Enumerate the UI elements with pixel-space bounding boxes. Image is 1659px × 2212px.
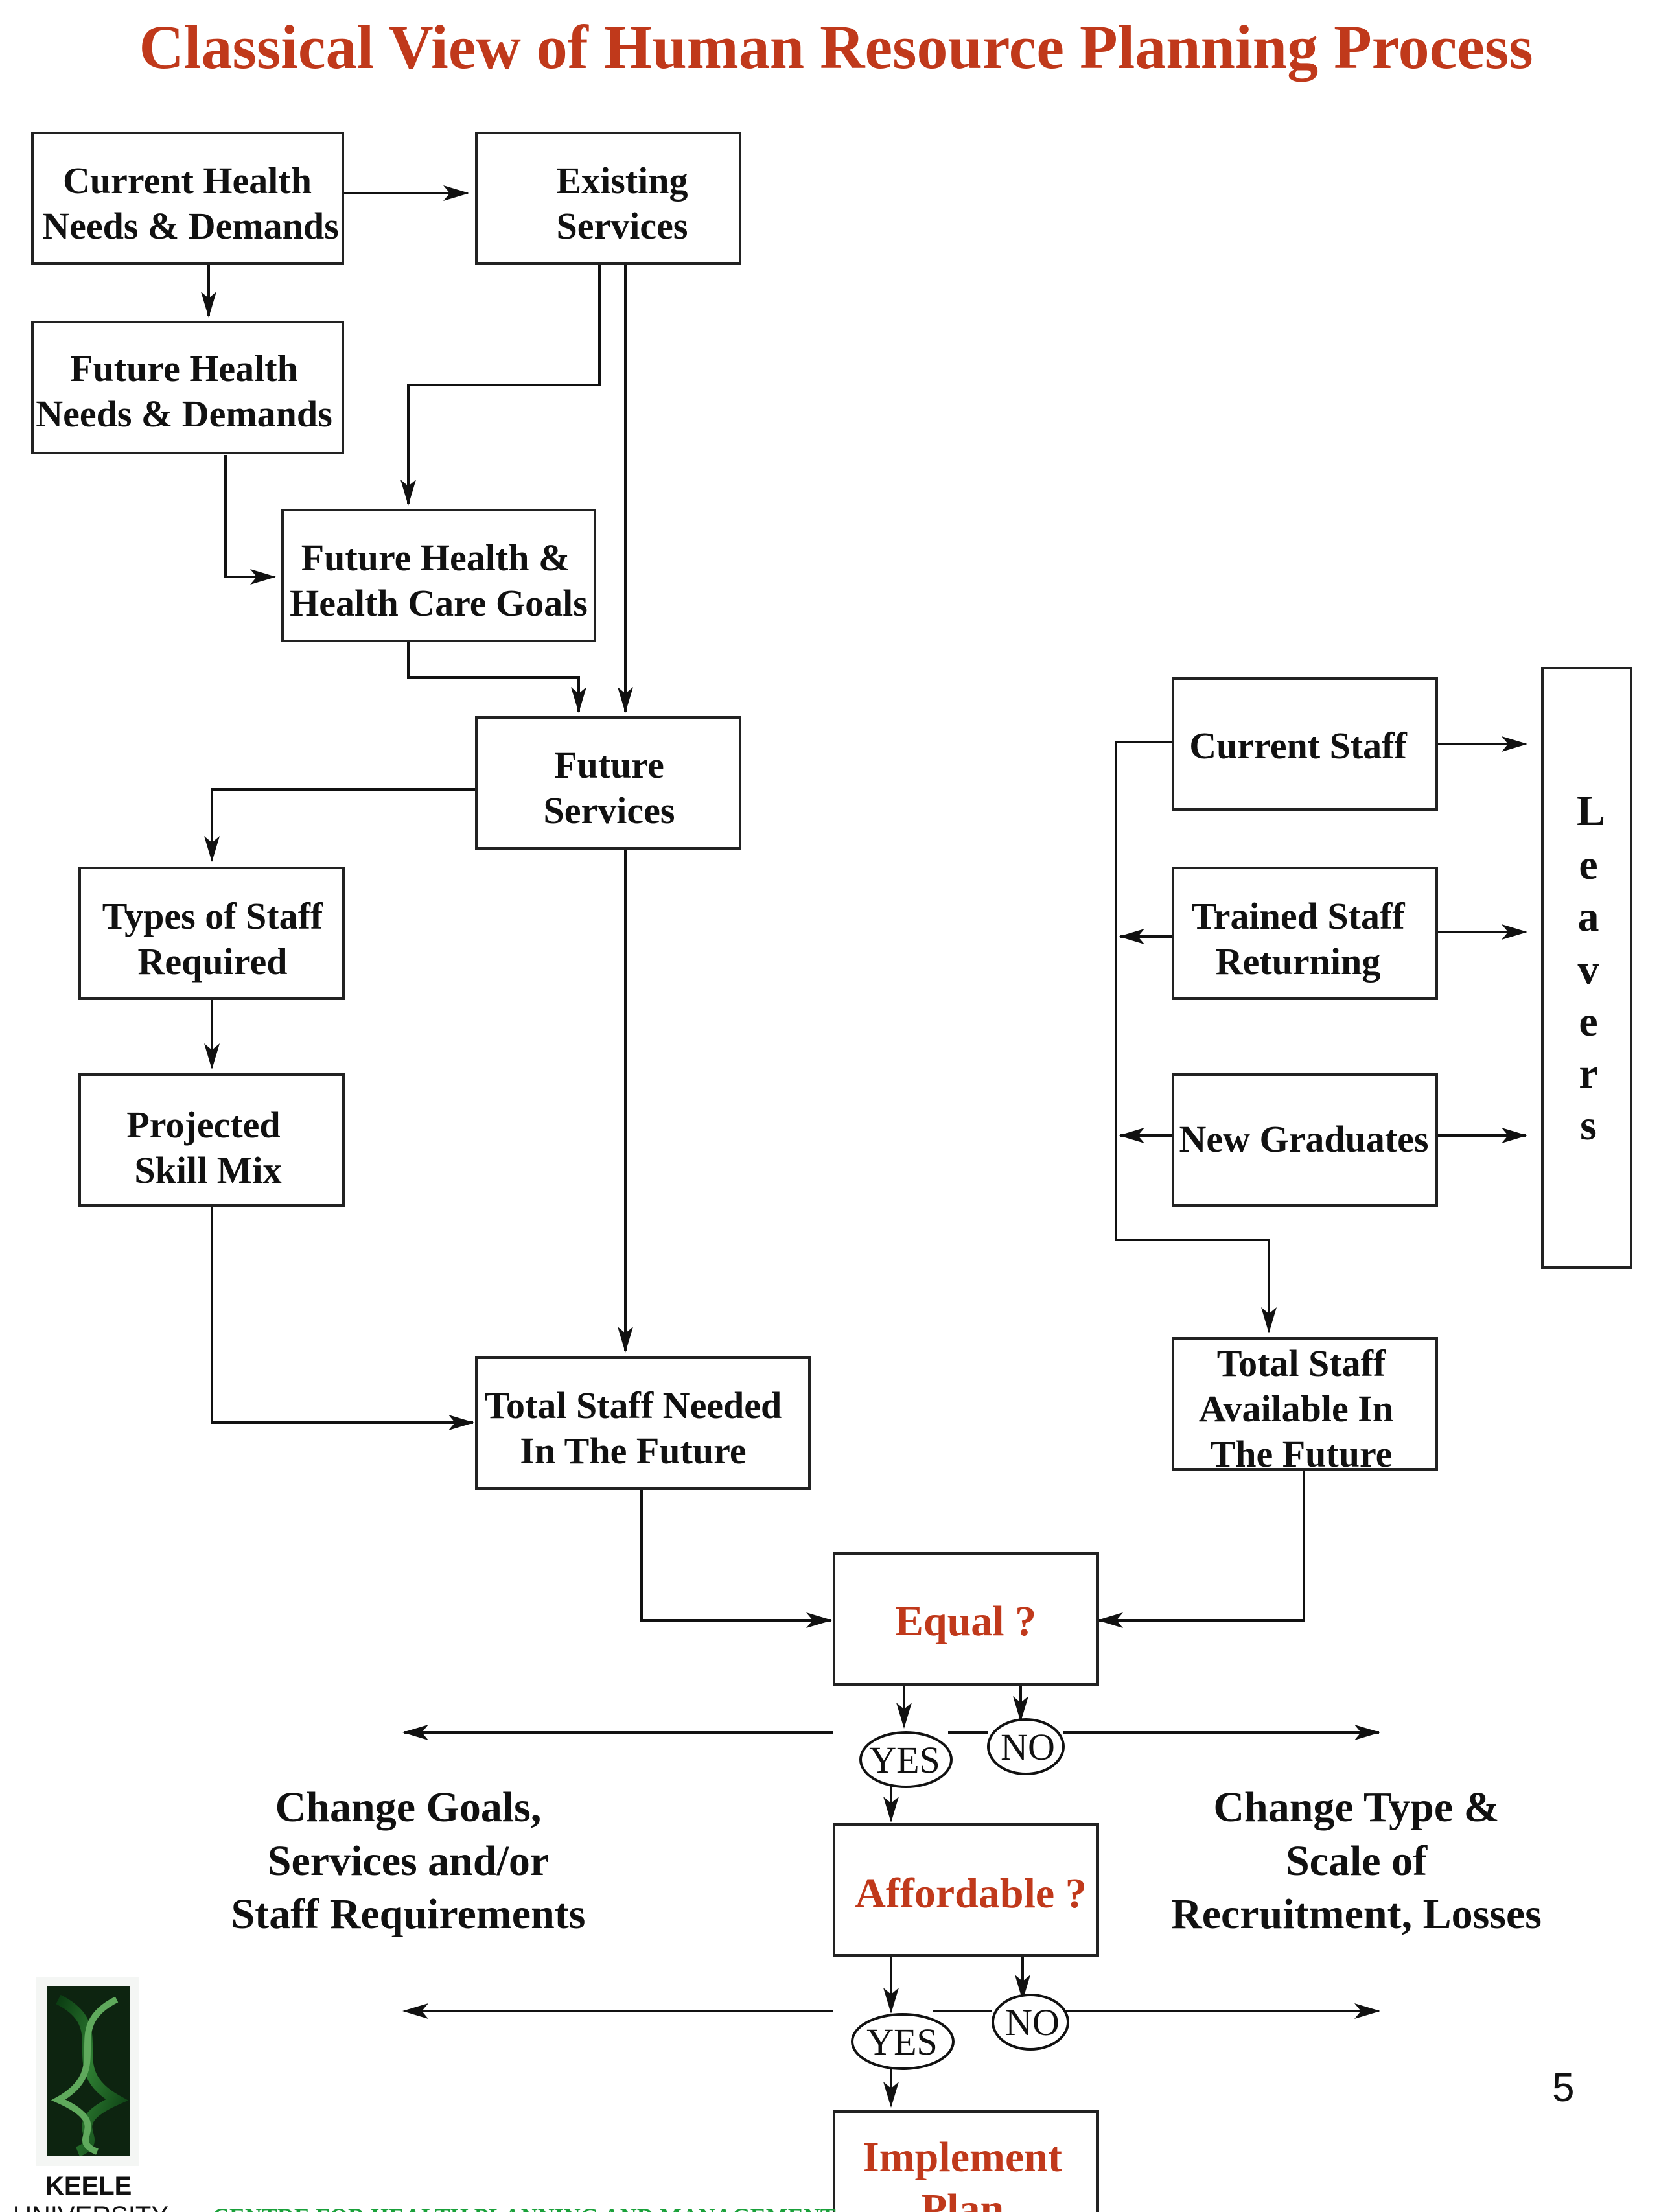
box-future-goals-line-1: Future Health & bbox=[301, 537, 570, 579]
box-trained-returning: Trained Staff Returning bbox=[1172, 867, 1438, 1000]
box-current-staff-line-1: Current Staff bbox=[1189, 725, 1407, 767]
implement-plan-line-1: Implement bbox=[863, 2134, 1062, 2181]
box-current-health-line-1: Current Health bbox=[63, 159, 312, 202]
note-left-line-3: Staff Requirements bbox=[231, 1891, 586, 1938]
box-skill-mix-line-1: Projected bbox=[126, 1104, 280, 1146]
note-right-line-1: Change Type & bbox=[1213, 1784, 1499, 1831]
box-trained-returning-line-1: Trained Staff bbox=[1191, 895, 1405, 937]
box-total-available-line-3: The Future bbox=[1211, 1433, 1393, 1475]
box-current-staff: Current Staff bbox=[1172, 677, 1438, 811]
page-title: Classical View of Human Resource Plannin… bbox=[139, 12, 1533, 82]
decision-affordable: Affordable ? bbox=[833, 1823, 1099, 1957]
box-current-health-line-2: Needs & Demands bbox=[42, 205, 339, 247]
box-types-staff: Types of Staff Required bbox=[78, 867, 345, 1000]
box-future-health-line-2: Needs & Demands bbox=[36, 393, 332, 435]
box-new-graduates-line-1: New Graduates bbox=[1179, 1118, 1428, 1160]
box-trained-returning-line-2: Returning bbox=[1216, 940, 1381, 983]
leavers-letter-1: L bbox=[1577, 787, 1605, 835]
box-total-available-line-2: Available In bbox=[1199, 1388, 1393, 1430]
leavers-letter-5: e bbox=[1579, 998, 1597, 1045]
yes-oval-2: YES bbox=[851, 2013, 955, 2070]
note-change-type: Change Type & Scale of Recruitment, Loss… bbox=[1171, 1784, 1542, 1938]
implement-plan-line-2: Plan bbox=[921, 2185, 1004, 2212]
box-future-services-line-2: Services bbox=[544, 789, 675, 832]
box-total-needed-line-2: In The Future bbox=[520, 1430, 746, 1472]
decision-equal-label: Equal ? bbox=[895, 1598, 1036, 1645]
keele-logo: KEELE UNIVERSITY bbox=[13, 1977, 168, 2212]
decision-affordable-label: Affordable ? bbox=[855, 1870, 1086, 1917]
note-change-goals: Change Goals, Services and/or Staff Requ… bbox=[231, 1784, 586, 1938]
no-oval-2: NO bbox=[992, 1994, 1069, 2051]
box-future-services-line-1: Future bbox=[554, 744, 664, 786]
decision-equal: Equal ? bbox=[833, 1552, 1099, 1686]
leavers-letter-3: a bbox=[1578, 893, 1599, 940]
box-existing-services-line-1: Existing bbox=[556, 159, 688, 202]
leavers-letter-6: r bbox=[1579, 1050, 1597, 1097]
box-existing-services-line-2: Services bbox=[557, 205, 688, 247]
box-future-health-line-1: Future Health bbox=[70, 347, 298, 390]
note-left-line-1: Change Goals, bbox=[275, 1784, 542, 1831]
box-total-available: Total Staff Available In The Future bbox=[1172, 1337, 1438, 1475]
box-total-needed: Total Staff Needed In The Future bbox=[475, 1356, 811, 1490]
connectors bbox=[201, 185, 1527, 2108]
note-right-line-3: Recruitment, Losses bbox=[1171, 1891, 1542, 1938]
leavers-letter-7: s bbox=[1580, 1102, 1597, 1149]
box-types-staff-line-2: Required bbox=[138, 940, 288, 983]
box-skill-mix-line-2: Skill Mix bbox=[134, 1149, 281, 1191]
logo-university: UNIVERSITY bbox=[13, 2202, 168, 2212]
box-new-graduates: New Graduates bbox=[1172, 1073, 1438, 1207]
box-future-goals-line-2: Health Care Goals bbox=[290, 582, 588, 624]
no-label-2: NO bbox=[1005, 2001, 1060, 2043]
box-future-services: Future Services bbox=[475, 716, 741, 850]
box-leavers: L e a v e r s bbox=[1541, 667, 1632, 1269]
box-existing-services: Existing Services bbox=[475, 132, 741, 265]
box-types-staff-line-1: Types of Staff bbox=[102, 895, 323, 937]
box-current-health: Current Health Needs & Demands bbox=[31, 132, 344, 265]
note-left-line-2: Services and/or bbox=[268, 1837, 549, 1885]
page-number: 5 bbox=[1552, 2066, 1574, 2110]
box-total-needed-line-1: Total Staff Needed bbox=[485, 1384, 782, 1426]
footer-centre-name: CENTRE FOR HEALTH PLANNING AND MANAGEMEN… bbox=[213, 2204, 836, 2212]
leavers-letter-2: e bbox=[1579, 841, 1597, 889]
box-total-available-line-1: Total Staff bbox=[1217, 1342, 1386, 1384]
box-future-goals: Future Health & Health Care Goals bbox=[281, 509, 596, 642]
no-label-1: NO bbox=[1001, 1726, 1055, 1768]
no-oval-1: NO bbox=[987, 1718, 1065, 1775]
box-implement-plan: Implement Plan bbox=[833, 2110, 1099, 2212]
yes-oval-1: YES bbox=[859, 1731, 953, 1788]
yes-label-1: YES bbox=[869, 1739, 940, 1781]
note-right-line-2: Scale of bbox=[1286, 1837, 1428, 1885]
leavers-letter-4: v bbox=[1578, 946, 1599, 994]
yes-label-2: YES bbox=[866, 2021, 938, 2063]
box-future-health: Future Health Needs & Demands bbox=[31, 321, 344, 454]
logo-keele: KEELE bbox=[45, 2172, 132, 2200]
box-skill-mix: Projected Skill Mix bbox=[78, 1073, 345, 1207]
